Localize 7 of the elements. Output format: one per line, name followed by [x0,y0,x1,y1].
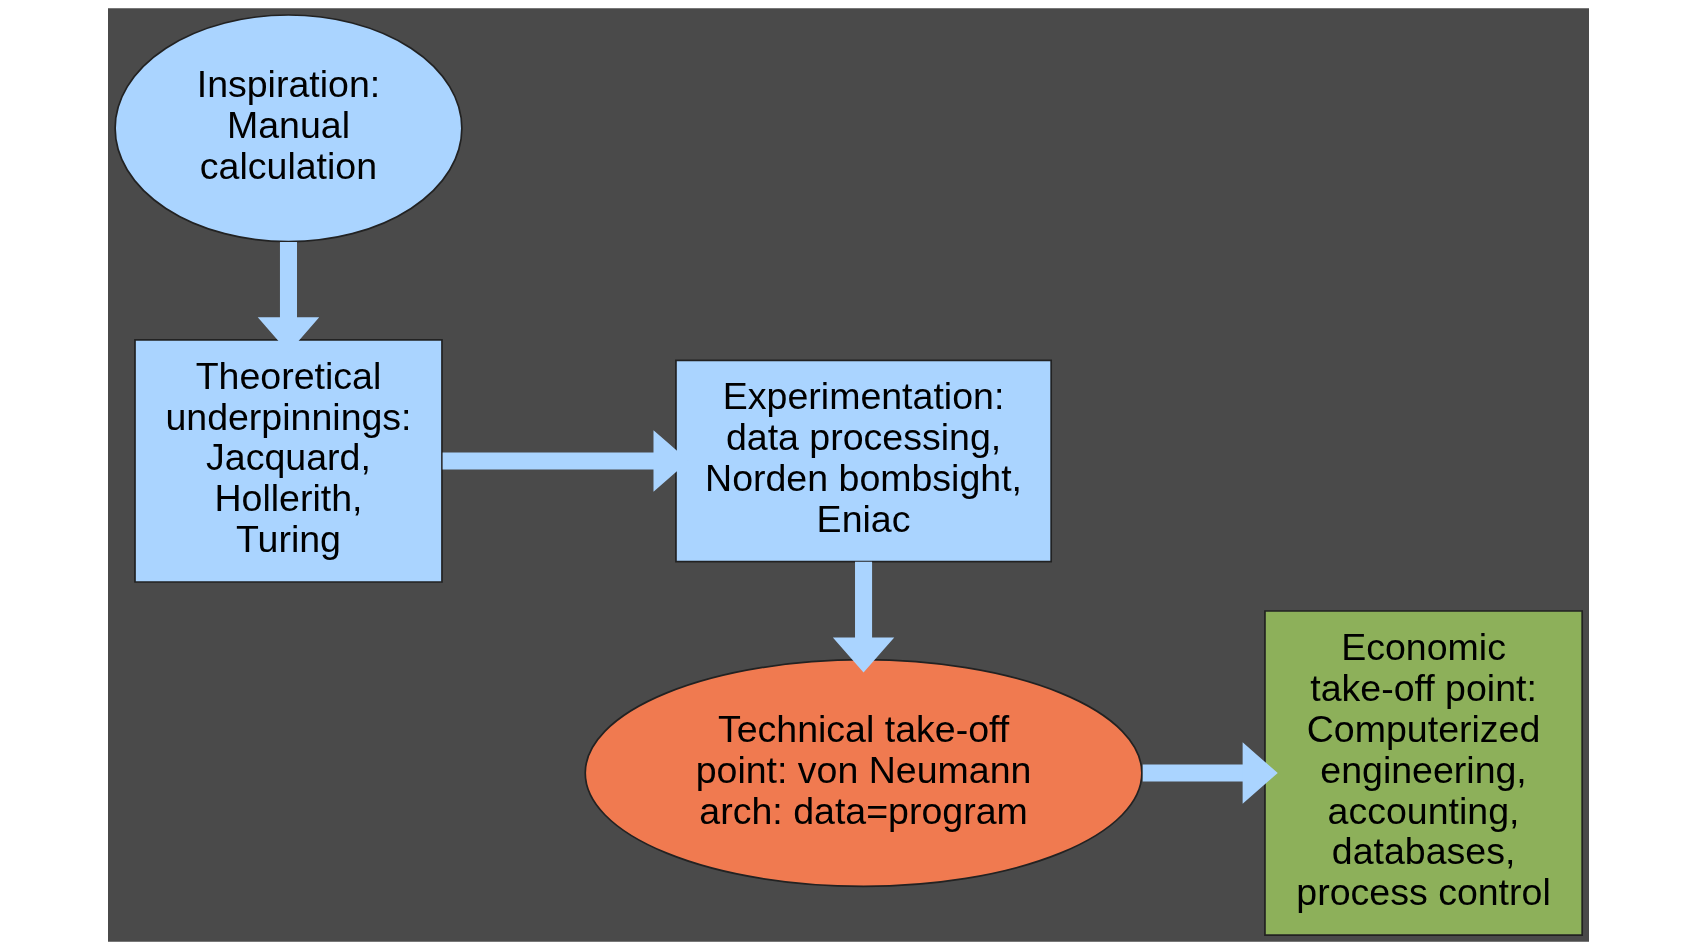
node-box: Theoretical underpinnings: Jacquard, Hollerith, Turing [133,338,443,583]
arrow [1142,742,1278,804]
node-box: Economic take-off point: Computerized engineering, accounting, databases, process control [1263,610,1583,936]
node-box: Experimentation: data processing, Norden bombsight, Eniac [674,359,1052,563]
node-ellipse: Inspiration: Manual calculation [113,14,463,243]
node-ellipse: Technical take-off point: von Neumann arch: data=program [583,658,1143,888]
arrow [832,561,894,673]
